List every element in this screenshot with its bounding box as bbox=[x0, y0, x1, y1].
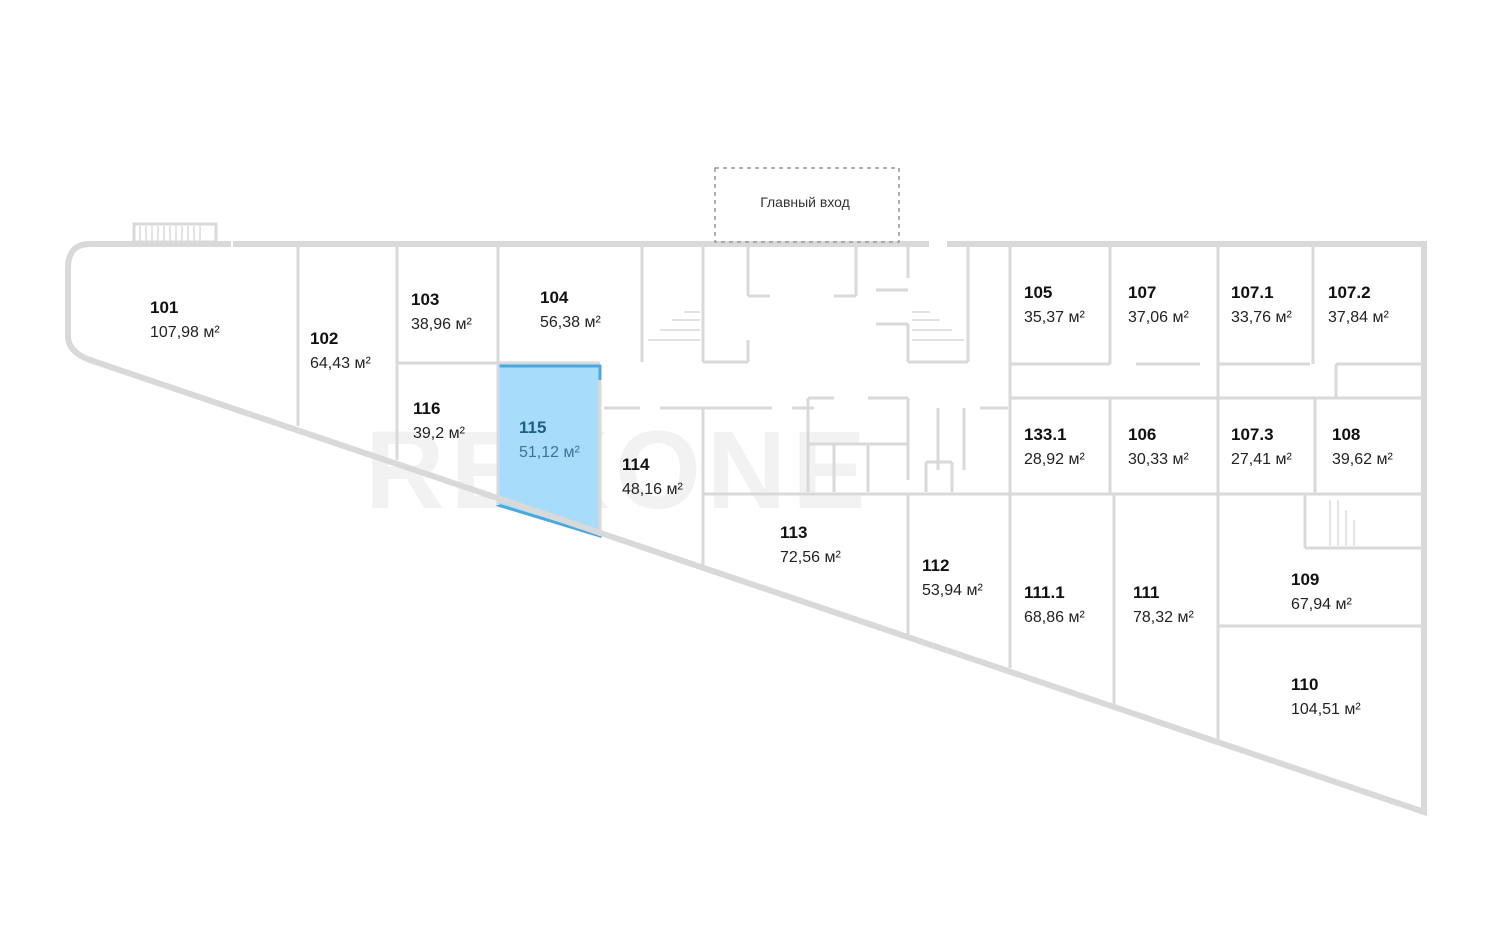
room-103[interactable]: 103 38,96 м² bbox=[411, 290, 472, 333]
room-112[interactable]: 112 53,94 м² bbox=[922, 556, 983, 599]
room-110[interactable]: 110 104,51 м² bbox=[1291, 675, 1361, 718]
room-116[interactable]: 116 39,2 м² bbox=[413, 399, 466, 442]
room-number: 112 bbox=[922, 556, 949, 575]
room-105[interactable]: 105 35,37 м² bbox=[1024, 283, 1085, 326]
room-area: 39,62 м² bbox=[1332, 451, 1393, 468]
room-113[interactable]: 113 72,56 м² bbox=[780, 523, 841, 566]
room-number: 107.1 bbox=[1231, 283, 1274, 302]
room-area: 38,96 м² bbox=[411, 316, 472, 333]
room-area: 68,86 м² bbox=[1024, 609, 1085, 626]
room-111-1[interactable]: 111.1 68,86 м² bbox=[1024, 583, 1085, 626]
room-109[interactable]: 109 67,94 м² bbox=[1291, 570, 1352, 613]
room-area: 56,38 м² bbox=[540, 314, 601, 331]
room-area: 107,98 м² bbox=[150, 324, 220, 341]
main-entrance bbox=[714, 167, 900, 243]
room-area: 51,12 м² bbox=[519, 444, 580, 461]
room-area: 48,16 м² bbox=[622, 481, 683, 498]
room-area: 78,32 м² bbox=[1133, 609, 1194, 626]
room-area: 37,84 м² bbox=[1328, 309, 1389, 326]
room-area: 27,41 м² bbox=[1231, 451, 1292, 468]
room-number: 133.1 bbox=[1024, 425, 1067, 444]
room-area: 30,33 м² bbox=[1128, 451, 1189, 468]
room-number: 106 bbox=[1128, 425, 1156, 444]
room-area: 67,94 м² bbox=[1291, 596, 1352, 613]
room-number: 104 bbox=[540, 288, 569, 307]
room-107-2[interactable]: 107.2 37,84 м² bbox=[1328, 283, 1389, 326]
room-number: 108 bbox=[1332, 425, 1360, 444]
room-area: 72,56 м² bbox=[780, 549, 841, 566]
room-number: 102 bbox=[310, 329, 338, 348]
room-108[interactable]: 108 39,62 м² bbox=[1332, 425, 1393, 468]
labels: Главный вход bbox=[760, 194, 850, 210]
room-114[interactable]: 114 48,16 м² bbox=[622, 455, 683, 498]
room-area: 37,06 м² bbox=[1128, 309, 1189, 326]
room-number: 107.3 bbox=[1231, 425, 1274, 444]
room-number: 107.2 bbox=[1328, 283, 1371, 302]
room-area: 104,51 м² bbox=[1291, 701, 1361, 718]
room-107-1[interactable]: 107.1 33,76 м² bbox=[1231, 283, 1292, 326]
room-area: 35,37 м² bbox=[1024, 309, 1085, 326]
room-107[interactable]: 107 37,06 м² bbox=[1128, 283, 1189, 326]
room-115[interactable]: 115 51,12 м² bbox=[519, 418, 580, 461]
room-number: 103 bbox=[411, 290, 439, 309]
room-number: 107 bbox=[1128, 283, 1156, 302]
room-number: 114 bbox=[622, 455, 650, 474]
room-111[interactable]: 111 78,32 м² bbox=[1133, 583, 1194, 626]
room-101[interactable]: 101 107,98 м² bbox=[150, 298, 220, 341]
interior-walls bbox=[296, 246, 1424, 740]
room-area: 64,43 м² bbox=[310, 355, 371, 372]
room-106[interactable]: 106 30,33 м² bbox=[1128, 425, 1189, 468]
room-number: 110 bbox=[1291, 675, 1318, 694]
room-number: 109 bbox=[1291, 570, 1319, 589]
room-102[interactable]: 102 64,43 м² bbox=[310, 329, 371, 372]
room-area: 33,76 м² bbox=[1231, 309, 1292, 326]
room-number: 111.1 bbox=[1024, 583, 1065, 602]
balcony bbox=[132, 222, 218, 244]
room-labels: 101 107,98 м² 102 64,43 м² 103 38,96 м² 104 56,… bbox=[150, 283, 1393, 718]
room-number: 101 bbox=[150, 298, 178, 317]
room-area: 28,92 м² bbox=[1024, 451, 1085, 468]
room-number: 116 bbox=[413, 399, 440, 418]
room-number: 113 bbox=[780, 523, 807, 542]
room-number: 115 bbox=[519, 418, 546, 437]
room-area: 39,2 м² bbox=[413, 425, 466, 442]
outer-walls bbox=[65, 241, 1427, 817]
room-number: 105 bbox=[1024, 283, 1052, 302]
stairs bbox=[648, 311, 1355, 546]
room-107-3[interactable]: 107.3 27,41 м² bbox=[1231, 425, 1292, 468]
room-area: 53,94 м² bbox=[922, 582, 983, 599]
room-104[interactable]: 104 56,38 м² bbox=[540, 288, 601, 331]
room-number: 111 bbox=[1133, 583, 1160, 602]
room-133-1[interactable]: 133.1 28,92 м² bbox=[1024, 425, 1085, 468]
watermark: REKONE bbox=[365, 409, 872, 532]
main-entrance-label: Главный вход bbox=[760, 194, 850, 210]
